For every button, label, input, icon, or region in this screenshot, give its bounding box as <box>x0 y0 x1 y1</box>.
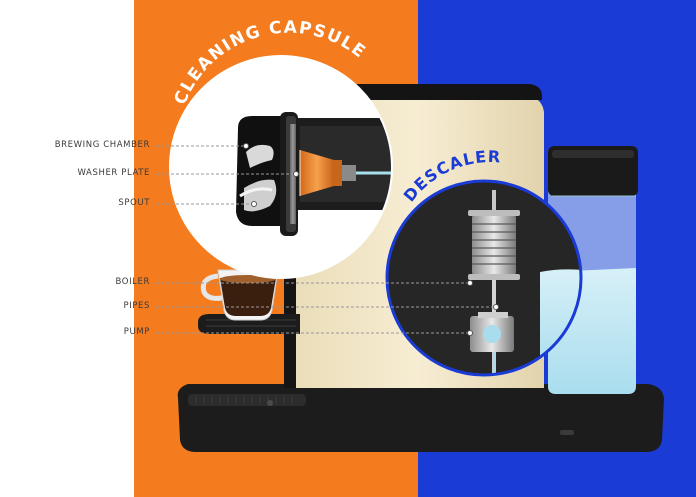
callout-pipes: PIPES <box>123 301 150 311</box>
callout-washer-plate: WASHER PLATE <box>77 168 150 178</box>
callout-boiler: BOILER <box>115 277 150 287</box>
machine-base <box>177 384 664 452</box>
callout-lines <box>156 145 496 334</box>
callout-spout: SPOUT <box>118 198 150 208</box>
callout-pump: PUMP <box>123 327 150 337</box>
white-panel <box>0 0 134 497</box>
callout-brewing-chamber: BREWING CHAMBER <box>54 140 150 150</box>
callout-dots <box>243 143 499 336</box>
